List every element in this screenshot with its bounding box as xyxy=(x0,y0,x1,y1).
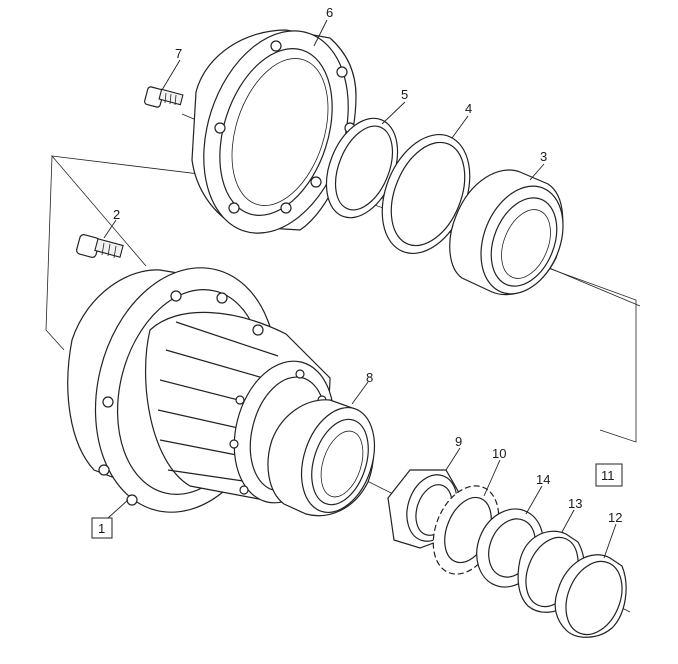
boxed-label-11-text: 11 xyxy=(601,468,615,483)
part-7-bolt xyxy=(144,86,184,108)
part-3-bearing xyxy=(449,169,564,296)
boxed-label-1-text: 1 xyxy=(98,521,105,536)
leader-lines xyxy=(103,19,617,559)
label-part-14: 14 xyxy=(536,472,550,487)
label-part-8: 8 xyxy=(366,370,373,385)
part-6-flange-cover xyxy=(191,29,357,234)
label-part-3: 3 xyxy=(540,149,547,164)
label-part-4: 4 xyxy=(465,101,472,116)
label-part-13: 13 xyxy=(568,496,582,511)
label-part-7: 7 xyxy=(175,46,182,61)
part-8-inner-bearing xyxy=(267,399,375,517)
label-part-12: 12 xyxy=(608,510,622,525)
label-part-9: 9 xyxy=(455,434,462,449)
label-part-6: 6 xyxy=(326,5,333,20)
label-part-2: 2 xyxy=(113,207,120,222)
boxed-label-11: 11 xyxy=(595,463,623,487)
part-2-stud xyxy=(76,234,124,259)
boxed-label-1: 1 xyxy=(91,517,113,539)
part-labels: 6 7 5 4 3 2 8 9 10 14 13 12 xyxy=(113,5,622,525)
label-part-5: 5 xyxy=(401,87,408,102)
label-part-10: 10 xyxy=(492,446,506,461)
part-12-cap xyxy=(554,554,627,638)
